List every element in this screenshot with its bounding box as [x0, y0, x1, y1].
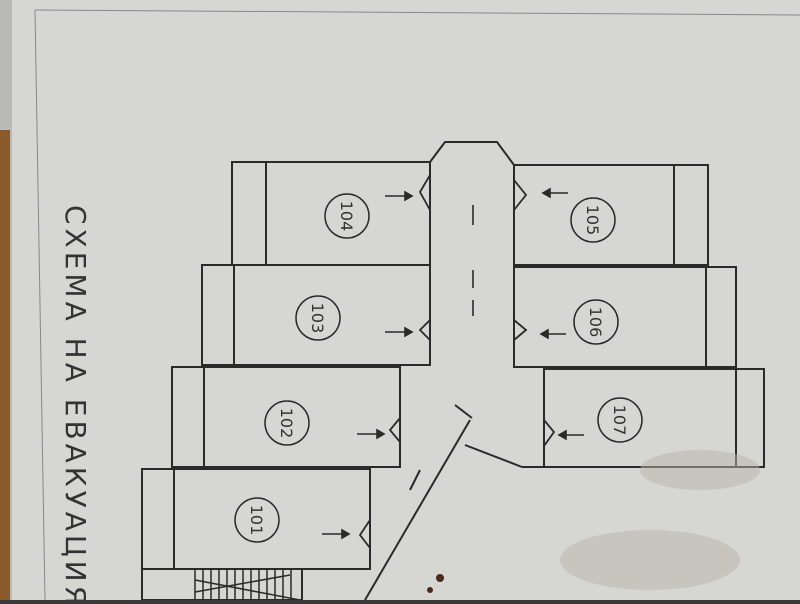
room-label-105: 105	[583, 205, 602, 236]
stair-wall-a	[364, 419, 471, 601]
room-102-outline	[171, 366, 401, 468]
room-label-102: 102	[277, 408, 296, 439]
sheet	[12, 0, 800, 600]
evacuation-arrows	[322, 187, 584, 540]
sheet-border-top	[34, 9, 800, 16]
room-label-101: 101	[247, 505, 266, 536]
corridor-wall-b	[464, 444, 523, 468]
room-label-106: 106	[586, 307, 605, 338]
plan-title: СХЕМА НА ЕВАКУАЦИЯ	[59, 205, 92, 600]
stair-mark	[409, 469, 421, 491]
room-106-outline	[513, 266, 737, 368]
room-label-107: 107	[610, 405, 629, 436]
room-label-103: 103	[308, 303, 327, 334]
sheet-border-left	[34, 9, 46, 601]
corridor-cap	[429, 141, 515, 166]
wooden-frame	[0, 130, 10, 600]
stair-treads	[194, 569, 301, 601]
doors	[358, 174, 556, 549]
stair-wall-b	[454, 404, 473, 419]
room-circles	[234, 193, 643, 543]
room-105-outline	[513, 164, 709, 266]
room-103-outline	[201, 264, 431, 366]
dark-marks	[427, 574, 444, 593]
paper-stains	[560, 450, 760, 590]
room-label-104: 104	[337, 201, 356, 232]
